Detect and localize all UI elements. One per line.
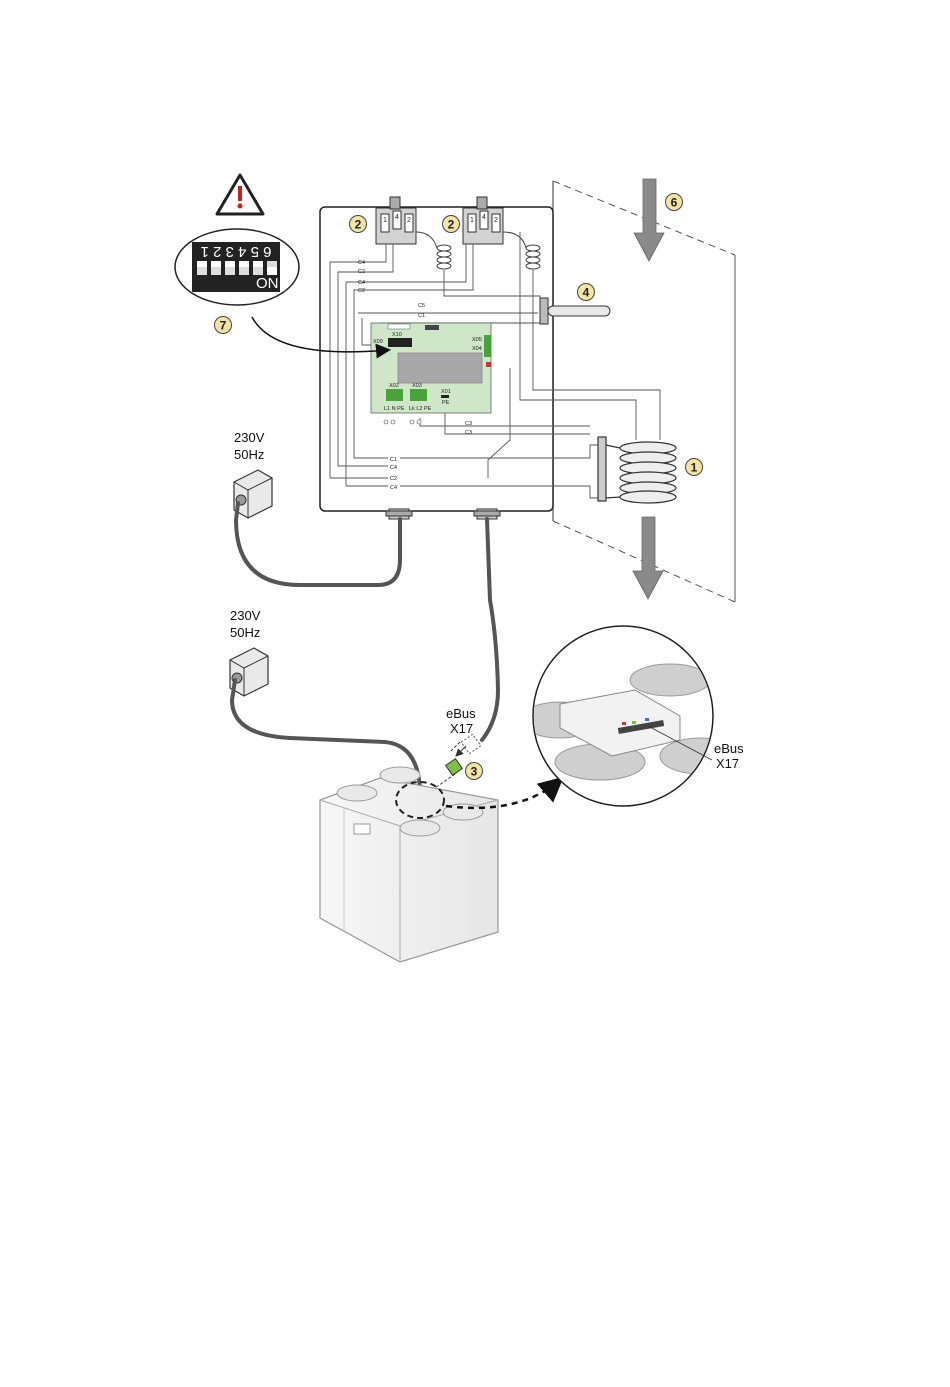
thermostat-pin-4: 4 (482, 214, 486, 221)
dip-switch-on-label: ON (256, 275, 279, 292)
power-voltage-bottom: 230V (230, 608, 261, 623)
power-voltage-top: 230V (234, 430, 265, 445)
pcb-dip-switch (388, 338, 412, 347)
cable-label-c4: C4 (390, 465, 397, 471)
pcb-pins-x02: L1 N PE (384, 406, 405, 412)
svg-text:6: 6 (671, 196, 678, 210)
dip-switch-zoom: 6 5 4 3 2 1 ON (175, 229, 299, 305)
badge-2-left: 2 (350, 216, 367, 233)
cable-label-c3: C3 (465, 430, 472, 436)
cable-label-c1: C1 (390, 457, 397, 463)
cable-label-c2: C2 (390, 476, 397, 482)
svg-text:4: 4 (583, 286, 590, 300)
svg-text:7: 7 (220, 319, 227, 333)
cable-label-c4: C4 (358, 280, 365, 286)
airflow-arrow-top-icon (634, 179, 664, 261)
thermostat-pin-1: 1 (383, 217, 387, 224)
badge-7: 7 (215, 317, 232, 334)
dip-switch-numbers: 6 5 4 3 2 1 (201, 243, 272, 260)
pcb-label-x09: X09 (373, 339, 383, 345)
pcb-label-x02: X02 (389, 383, 399, 389)
warning-triangle-icon (217, 175, 263, 214)
pcb-label-x01: X01 (441, 389, 451, 395)
badge-3: 3 (466, 763, 483, 780)
thermostat-pin-4: 4 (395, 214, 399, 221)
pcb-pin-x01: PE (442, 400, 450, 406)
pcb-label-x05: X05 (472, 337, 482, 343)
thermostat-pin-2: 2 (407, 217, 411, 224)
ebus-zoom-view (520, 626, 740, 806)
ebus-zoom-connector-label: X17 (716, 756, 739, 771)
svg-text:3: 3 (471, 765, 478, 779)
cable-label-c2: C2 (358, 269, 365, 275)
thermostat-pin-2: 2 (494, 217, 498, 224)
heating-coil (598, 437, 676, 503)
power-frequency-bottom: 50Hz (230, 625, 260, 640)
badge-6: 6 (666, 194, 683, 211)
svg-text:2: 2 (448, 218, 455, 232)
svg-text:2: 2 (355, 218, 362, 232)
power-frequency-top: 50Hz (234, 447, 264, 462)
cable-label-c2: C2 (358, 288, 365, 294)
power-socket-top-icon (234, 470, 272, 518)
pcb-label-x10: X10 (392, 332, 402, 338)
control-pcb: X10 X09 X05 X04 X02 L1 N PE X03 Lk L2 PE… (371, 323, 491, 413)
cable-label-c4: C4 (358, 260, 365, 266)
ebus-zoom-label: eBus (714, 741, 744, 756)
thermostat-pin-1: 1 (470, 217, 474, 224)
badge-2-right: 2 (443, 216, 460, 233)
ebus-label: eBus (446, 706, 476, 721)
badge-4: 4 (578, 284, 595, 301)
ebus-connector-label: X17 (450, 721, 473, 736)
ebus-cable (482, 519, 498, 740)
svg-text:1: 1 (691, 461, 698, 475)
safety-thermostat-left: 1 4 2 (376, 197, 416, 244)
pcb-label-x03: X03 (412, 383, 422, 389)
safety-thermostat-right: 1 4 2 (463, 197, 503, 244)
pcb-label-x04: X04 (472, 346, 482, 352)
cable-label-c5: C5 (418, 303, 425, 309)
cable-label-c4: C4 (390, 485, 397, 491)
badge-1: 1 (686, 459, 703, 476)
ventilation-unit (320, 767, 498, 962)
cable-label-c3: C3 (465, 421, 472, 427)
cable-label-c1: C1 (418, 313, 425, 319)
airflow-arrow-bottom-icon (633, 517, 663, 599)
pcb-pins-x03: Lk L2 PE (409, 406, 432, 412)
power-cable-top (236, 503, 400, 585)
